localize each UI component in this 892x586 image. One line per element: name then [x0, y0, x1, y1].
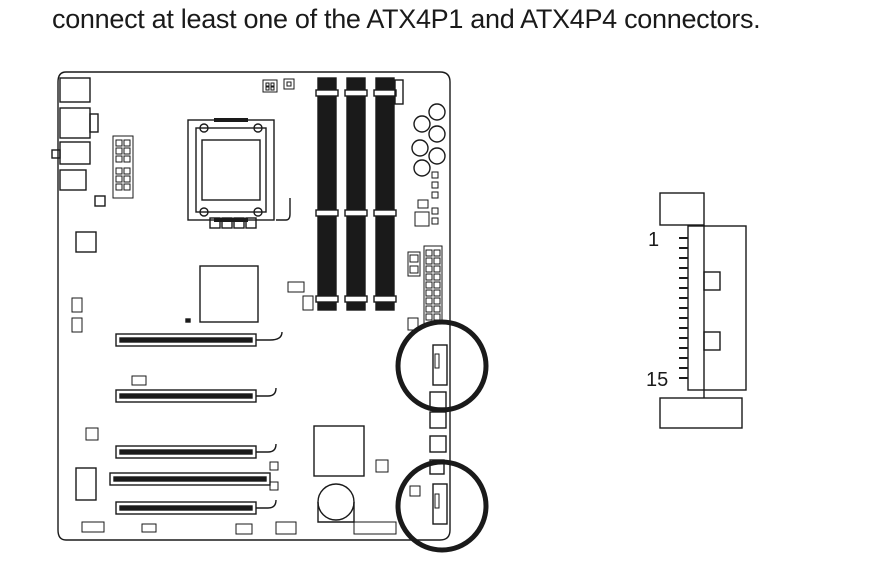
- instruction-caption: connect at least one of the ATX4P1 and A…: [52, 4, 761, 34]
- pin-label-first: 1: [648, 229, 659, 251]
- northbridge-chip: [199, 265, 259, 323]
- southbridge-chip: [313, 425, 365, 477]
- capacitors: [411, 103, 446, 177]
- rear-io-ports: [51, 77, 99, 191]
- sata-connectors: [409, 344, 448, 525]
- cpu-socket: [187, 118, 291, 229]
- board-outline: [57, 71, 451, 541]
- cpu-power-header: [112, 135, 134, 199]
- bios-battery: [317, 483, 355, 521]
- highlight-circle-atx4p4: [395, 459, 489, 553]
- atx-power-connector: [423, 245, 443, 325]
- connector-pins: [679, 237, 688, 379]
- pcie-slots: [109, 331, 283, 515]
- connector-pinout-detail: [659, 192, 747, 429]
- pin-label-last: 15: [646, 369, 668, 391]
- highlight-circle-atx4p1: [395, 319, 489, 413]
- memory-slots: [315, 77, 404, 311]
